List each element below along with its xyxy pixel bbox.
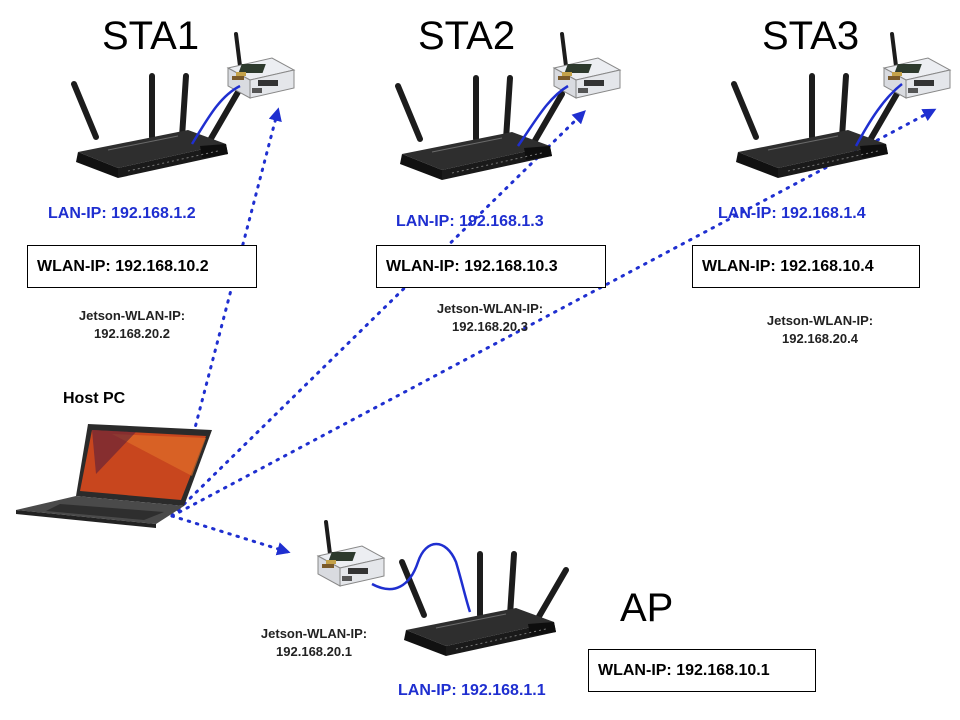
sta2-wlan-ip-box: WLAN-IP: 192.168.10.3: [376, 245, 606, 288]
sta1-wlan-ip-box: WLAN-IP: 192.168.10.2: [27, 245, 257, 288]
sta1-router-icon: [74, 76, 238, 178]
ap-jetson-icon: [316, 520, 386, 588]
sta2-lan-ip: LAN-IP: 192.168.1.3: [396, 213, 544, 230]
sta3-jetson-value: 192.168.20.4: [782, 331, 858, 346]
sta1-jetson-value: 192.168.20.2: [94, 326, 170, 341]
sta3-ethernet-cable: [854, 83, 903, 147]
ap-lan-ip: LAN-IP: 192.168.1.1: [398, 682, 546, 699]
ap-router-icon: [402, 554, 566, 656]
sta1-title: STA1: [102, 14, 200, 58]
host-laptop-icon: [16, 424, 212, 528]
sta2-ethernet-cable: [516, 84, 569, 147]
ap-jetson-value: 192.168.20.1: [276, 644, 352, 659]
sta3-jetson-icon: [882, 32, 952, 100]
sta2-jetson-value: 192.168.20.3: [452, 319, 528, 334]
sta1-jetson-ip: Jetson-WLAN-IP: 192.168.20.2: [62, 307, 202, 343]
sta3-wlan-ip-box: WLAN-IP: 192.168.10.4: [692, 245, 920, 288]
host-pc-label: Host PC: [63, 390, 126, 407]
link-host-ap: [170, 514, 291, 556]
sta3-lan-ip: LAN-IP: 192.168.1.4: [718, 205, 866, 222]
link-host-sta3: [170, 108, 937, 518]
ap-wlan-ip-box: WLAN-IP: 192.168.10.1: [588, 649, 816, 692]
ap-title: AP: [620, 586, 674, 630]
ap-jetson-ip: Jetson-WLAN-IP: 192.168.20.1: [244, 625, 384, 661]
sta3-router-icon: [734, 76, 898, 178]
sta1-lan-ip: LAN-IP: 192.168.1.2: [48, 205, 196, 222]
sta1-jetson-label: Jetson-WLAN-IP:: [78, 308, 186, 323]
sta3-jetson-label: Jetson-WLAN-IP:: [766, 313, 874, 328]
ap-jetson-label: Jetson-WLAN-IP:: [260, 626, 368, 641]
sta3-title: STA3: [762, 14, 860, 58]
sta1-ethernet-cable: [190, 84, 241, 145]
sta2-title: STA2: [418, 14, 516, 58]
sta3-jetson-ip: Jetson-WLAN-IP: 192.168.20.4: [750, 312, 890, 348]
sta2-jetson-ip: Jetson-WLAN-IP: 192.168.20.3: [420, 300, 560, 336]
sta2-jetson-label: Jetson-WLAN-IP:: [436, 301, 544, 316]
sta2-router-icon: [398, 78, 562, 180]
link-host-sta2: [170, 110, 586, 518]
ap-ethernet-cable: [371, 542, 472, 613]
